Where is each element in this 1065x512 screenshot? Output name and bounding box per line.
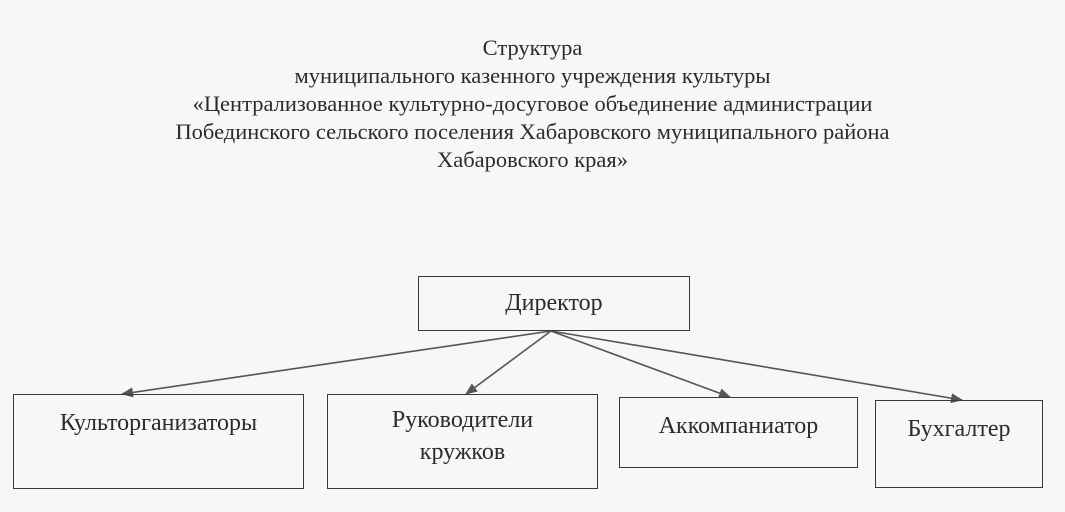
- connector-director-akkompaniator: [550, 330, 731, 398]
- box-kultorganizatory-label: Культорганизаторы: [59, 410, 258, 436]
- connector-director-buhgalter: [550, 330, 963, 404]
- title-line: Побединского сельского поселения Хабаров…: [175, 119, 890, 144]
- document-title: Структура муниципального казенного учреж…: [0, 34, 1065, 174]
- box-akkompaniator-label: Аккомпаниатор: [658, 413, 819, 439]
- box-kultorganizatory: Культорганизаторы: [13, 394, 304, 489]
- box-director: Директор: [418, 276, 690, 331]
- title-line: Хабаровского края»: [437, 147, 628, 172]
- title-line: Структура: [482, 35, 583, 60]
- box-akkompaniator: Аккомпаниатор: [619, 397, 858, 468]
- title-line: муниципального казенного учреждения куль…: [294, 63, 771, 88]
- title-line: «Централизованное культурно-досуговое об…: [192, 91, 873, 116]
- box-rukovoditeli-label-line-2: кружков: [419, 439, 506, 465]
- box-buhgalter-label: Бухгалтер: [907, 416, 1011, 442]
- box-director-label: Директор: [505, 290, 603, 316]
- box-buhgalter: Бухгалтер: [875, 400, 1043, 488]
- box-rukovoditeli-label-line-1: Руководители: [391, 407, 534, 433]
- connector-director-rukovoditeli: [465, 330, 552, 395]
- connector-director-kultorganizatory: [121, 330, 552, 398]
- box-rukovoditeli-kruzhkov: Руководители кружков: [327, 394, 598, 489]
